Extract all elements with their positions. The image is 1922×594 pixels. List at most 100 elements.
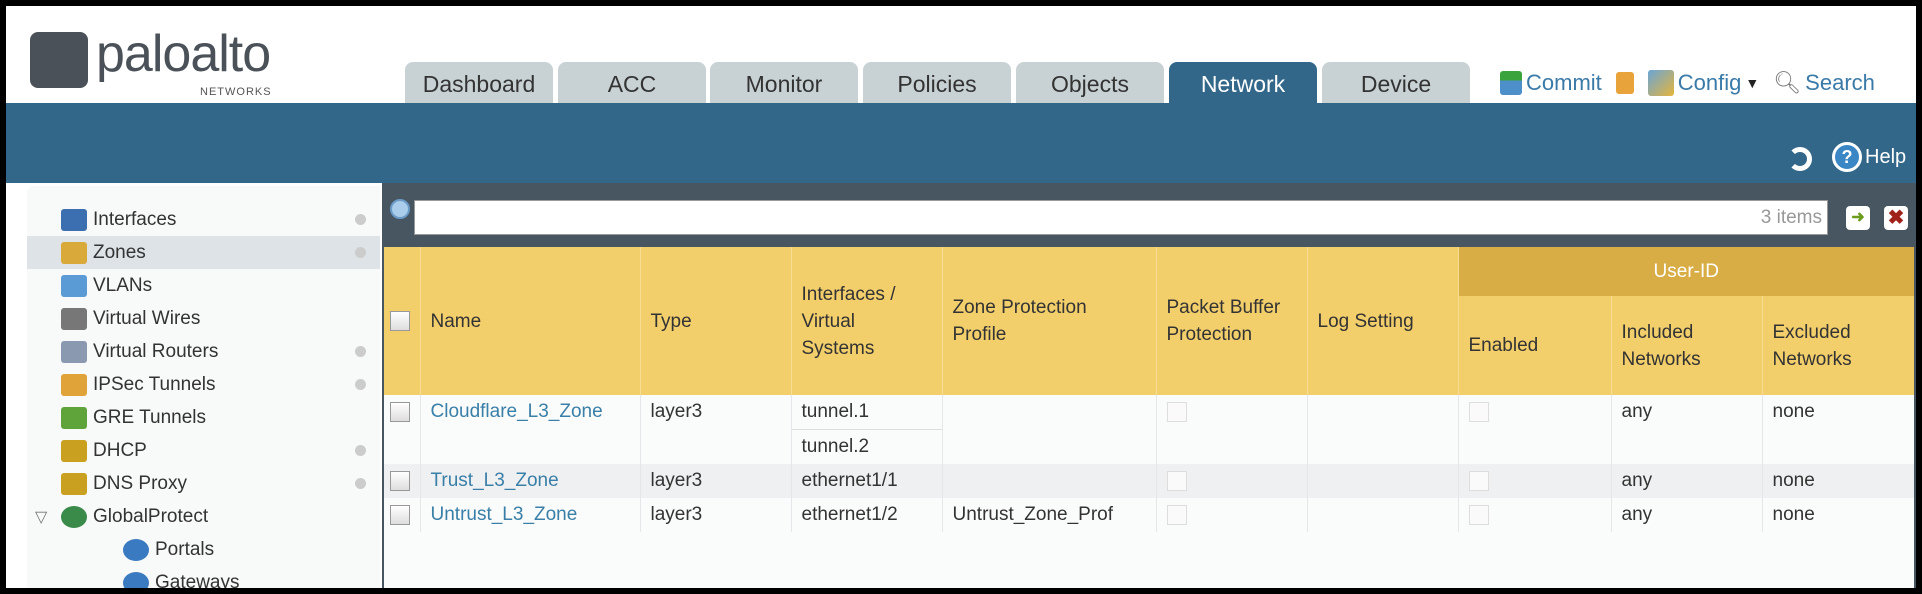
commit-button[interactable]: Commit — [1500, 70, 1602, 96]
zones-table-container: Name Type Interfaces / Virtual Systems Z… — [384, 247, 1915, 588]
col-included-networks[interactable]: Included Networks — [1610, 296, 1762, 395]
sidebar-item-label: Virtual Wires — [93, 307, 201, 329]
interface-cell: tunnel.2 — [790, 429, 942, 464]
row-checkbox[interactable] — [390, 504, 410, 525]
type-cell: layer3 — [639, 464, 791, 498]
status-dot — [355, 346, 366, 357]
config-menu[interactable]: Config ▼ — [1647, 70, 1759, 96]
sidebar-item-virtual-wires[interactable]: Virtual Wires — [27, 302, 380, 335]
packet-buffer-cell — [1155, 464, 1307, 498]
col-log-setting[interactable]: Log Setting — [1306, 247, 1458, 395]
search-label: Search — [1805, 70, 1875, 95]
search-icon: 🔍︎ — [1773, 70, 1802, 95]
vlans-icon — [61, 274, 87, 297]
tab-monitor[interactable]: Monitor — [710, 62, 858, 103]
user-id-enabled-checkbox — [1468, 504, 1489, 525]
tab-policies[interactable]: Policies — [863, 62, 1011, 103]
search-button[interactable]: 🔍︎ Search — [1773, 70, 1875, 96]
col-type[interactable]: Type — [639, 247, 791, 395]
excluded-networks-cell: none — [1761, 464, 1915, 498]
name-cell: Untrust_L3_Zone — [419, 498, 640, 532]
filter-input[interactable] — [414, 200, 1828, 235]
sidebar-item-virtual-routers[interactable]: Virtual Routers — [27, 335, 380, 368]
col-name[interactable]: Name — [419, 247, 640, 395]
lock-icon[interactable] — [1615, 72, 1634, 94]
excluded-networks-cell: none — [1761, 498, 1915, 532]
tab-device[interactable]: Device — [1322, 62, 1470, 103]
zone-name-link[interactable]: Trust_L3_Zone — [430, 470, 559, 491]
expand-triangle-icon[interactable]: ▽ — [35, 508, 48, 526]
packet-buffer-cell — [1155, 498, 1307, 532]
log-setting-cell — [1306, 498, 1458, 532]
row-checkbox[interactable] — [390, 401, 410, 422]
sidebar-item-label: GlobalProtect — [93, 505, 209, 527]
commit-label: Commit — [1526, 70, 1602, 95]
logo-sub: NETWORKS — [200, 86, 272, 98]
table-subrow: tunnel.2 — [384, 429, 1914, 464]
apply-filter-button[interactable]: ➜ — [1846, 206, 1870, 230]
sidebar-item-label: Virtual Routers — [93, 340, 219, 362]
nav-band: ? Help — [6, 103, 1916, 183]
item-count: 3 items — [1760, 207, 1822, 228]
tab-acc[interactable]: ACC — [558, 62, 706, 103]
user-id-enabled-cell — [1457, 395, 1611, 464]
sidebar-item-ipsec-tunnels[interactable]: IPSec Tunnels — [27, 368, 380, 401]
interface-cell: tunnel.1 — [790, 395, 942, 430]
zone-name-link[interactable]: Cloudflare_L3_Zone — [430, 401, 603, 422]
header: paloalto NETWORKS Dashboard ACC Monitor … — [6, 6, 1916, 103]
sidebar-item-label: Portals — [155, 538, 215, 560]
interface-cell: ethernet1/2 — [790, 498, 942, 532]
gateways-icon — [123, 571, 149, 588]
user-id-enabled-cell — [1457, 464, 1611, 498]
sidebar-item-globalprotect[interactable]: ▽ GlobalProtect — [27, 500, 380, 533]
zone-name-link[interactable]: Untrust_L3_Zone — [430, 504, 578, 525]
select-all-checkbox[interactable] — [390, 311, 410, 332]
included-networks-cell: any — [1610, 498, 1762, 532]
type-cell: layer3 — [639, 395, 791, 464]
col-interfaces[interactable]: Interfaces / Virtual Systems — [790, 247, 942, 395]
refresh-icon[interactable] — [1788, 147, 1812, 171]
row-select-cell — [384, 464, 420, 498]
sidebar-item-label: DHCP — [93, 439, 147, 461]
user-id-enabled-checkbox — [1468, 470, 1489, 491]
col-excluded-networks[interactable]: Excluded Networks — [1761, 296, 1915, 395]
tab-dashboard[interactable]: Dashboard — [405, 62, 553, 103]
select-all-header — [384, 247, 420, 395]
portals-icon — [123, 538, 149, 561]
col-packet-buffer[interactable]: Packet Buffer Protection — [1155, 247, 1307, 395]
sidebar-item-interfaces[interactable]: Interfaces — [27, 203, 380, 236]
sidebar-item-zones[interactable]: Zones — [27, 236, 380, 269]
name-cell: Cloudflare_L3_Zone — [419, 395, 640, 464]
help-button[interactable]: ? Help — [1832, 142, 1906, 172]
interface-cell: ethernet1/1 — [790, 464, 942, 498]
sidebar-item-gateways[interactable]: Gateways — [27, 566, 380, 588]
packet-buffer-cell — [1155, 395, 1307, 464]
sidebar-item-gre-tunnels[interactable]: GRE Tunnels — [27, 401, 380, 434]
excluded-networks-cell: none — [1761, 395, 1915, 464]
sidebar-item-vlans[interactable]: VLANs — [27, 269, 380, 302]
type-cell: layer3 — [639, 498, 791, 532]
tab-objects[interactable]: Objects — [1016, 62, 1164, 103]
filter-bar: 3 items ➜ ✖ — [382, 183, 1916, 243]
sidebar-item-portals[interactable]: Portals — [27, 533, 380, 566]
user-id-enabled-cell — [1457, 498, 1611, 532]
logo-mark-icon — [30, 32, 88, 88]
status-dot — [355, 445, 366, 456]
sidebar-item-dns-proxy[interactable]: DNS Proxy — [27, 467, 380, 500]
config-icon — [1647, 70, 1674, 96]
col-zone-protection[interactable]: Zone Protection Profile — [941, 247, 1156, 395]
col-enabled[interactable]: Enabled — [1457, 296, 1611, 395]
sidebar-item-dhcp[interactable]: DHCP — [27, 434, 380, 467]
ipsec-tunnels-icon — [61, 373, 87, 396]
row-checkbox[interactable] — [390, 470, 410, 491]
clear-filter-button[interactable]: ✖ — [1884, 206, 1908, 230]
tab-network[interactable]: Network — [1169, 62, 1317, 103]
log-setting-cell — [1306, 464, 1458, 498]
logo-wordmark: paloalto — [96, 25, 271, 83]
main-panel: 3 items ➜ ✖ Name Type Interfaces / Virtu… — [382, 183, 1916, 588]
globalprotect-icon — [61, 505, 87, 528]
